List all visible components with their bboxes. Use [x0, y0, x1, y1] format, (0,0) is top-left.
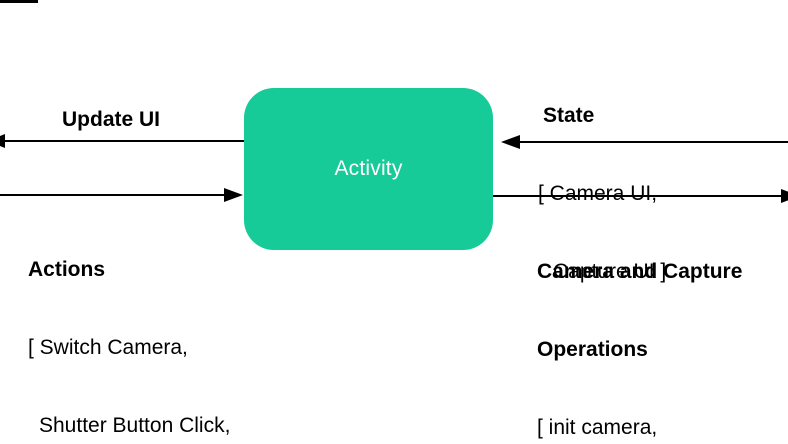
- update-ui-label: Update UI: [62, 108, 161, 131]
- actions-block: Actions [ Switch Camera, Shutter Button …: [28, 205, 282, 444]
- camera-ops-label-line: Operations: [537, 338, 648, 361]
- state-block: State [ Camera UI, Capture UI ]: [538, 51, 666, 337]
- state-item: [ Camera UI,: [538, 182, 658, 205]
- activity-node: Activity: [244, 88, 493, 250]
- activity-node-label: Activity: [334, 157, 403, 180]
- cropped-line-artifact: [0, 0, 38, 3]
- state-item: Capture UI ]: [553, 260, 667, 283]
- actions-item: Shutter Button Click,: [39, 414, 231, 437]
- actions-item: [ Switch Camera,: [28, 336, 188, 359]
- camera-ops-block: Camera and Capture Operations [ init cam…: [537, 207, 742, 444]
- actions-arrowhead: [224, 188, 243, 202]
- camera-ops-item: [ init camera,: [537, 416, 658, 439]
- state-arrowhead: [501, 135, 520, 149]
- actions-label: Actions: [28, 258, 106, 281]
- camera-ops-arrowhead-clipped: [781, 189, 788, 203]
- update-ui-arrowhead-clipped: [0, 134, 5, 148]
- state-label: State: [543, 104, 595, 127]
- camera-ops-label-line: Camera and Capture: [537, 260, 743, 283]
